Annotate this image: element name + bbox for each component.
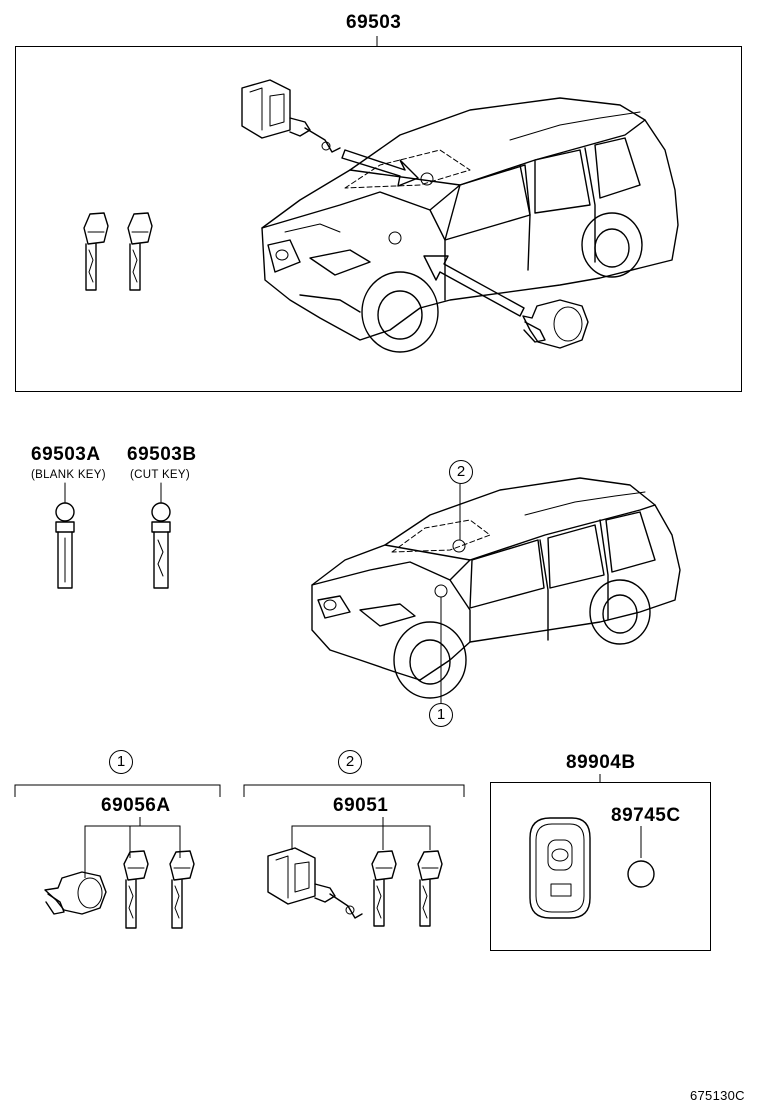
assembly-part-number: 69503 — [346, 12, 402, 33]
location-arrow-lower — [423, 255, 525, 317]
group-1-part-number: 69056A — [101, 795, 171, 816]
group-1-bracket — [14, 784, 221, 797]
battery-drawing — [627, 860, 655, 888]
blank-key-part-number: 69503A — [31, 444, 101, 465]
door-lock-cylinder-drawing — [241, 79, 341, 153]
group-2-part-number: 69051 — [333, 795, 389, 816]
remote-transmitter-drawing — [529, 817, 591, 919]
callout-2-on-car: 2 — [449, 460, 473, 484]
frame-key-left — [83, 212, 109, 291]
remote-part-number: 89904B — [566, 752, 636, 773]
group-1-key-right — [169, 850, 195, 929]
callout-1-on-car: 1 — [429, 703, 453, 727]
cut-key-drawing — [151, 482, 171, 589]
group-1-leaders — [84, 817, 181, 878]
group-2-bracket — [243, 784, 465, 797]
group-1-marker: 1 — [109, 750, 133, 774]
group-2-marker: 2 — [338, 750, 362, 774]
blank-key-note: (BLANK KEY) — [31, 469, 106, 481]
cut-key-note: (CUT KEY) — [130, 469, 190, 481]
assembly-frame — [15, 46, 742, 392]
vehicle-middle-illustration — [311, 477, 681, 699]
group-2-key-left — [371, 850, 397, 927]
group-2-leaders — [291, 817, 431, 850]
frame-key-right — [127, 212, 153, 291]
vehicle-top-illustration — [261, 97, 679, 353]
battery-part-number: 89745C — [611, 805, 681, 826]
illustration-id: 675130C — [690, 1088, 745, 1103]
group-1-ignition-cylinder — [44, 871, 107, 915]
group-2-door-lock-cylinder — [267, 847, 363, 919]
blank-key-drawing — [55, 482, 75, 589]
ignition-cylinder-drawing — [522, 299, 589, 349]
location-arrow-upper — [341, 149, 419, 187]
group-1-key-left — [123, 850, 149, 929]
cut-key-part-number: 69503B — [127, 444, 197, 465]
group-2-key-right — [417, 850, 443, 927]
